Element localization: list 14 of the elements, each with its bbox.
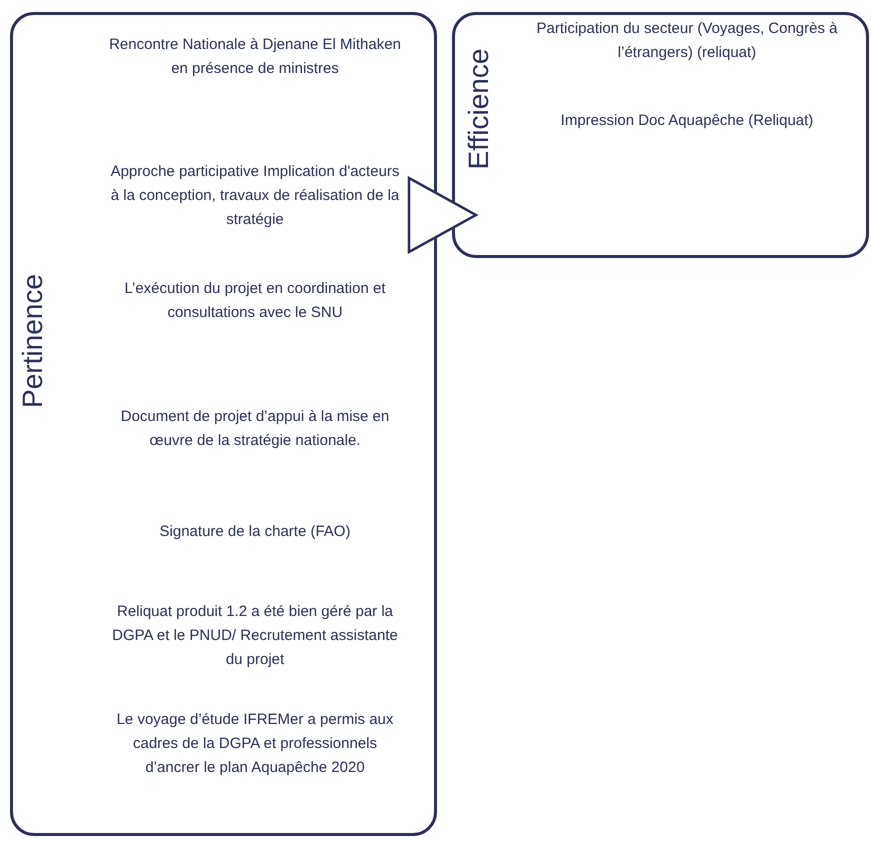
item-text: Approche participative Implication d'acteurs à la conception, travaux de réalisation de la stratégie — [110, 162, 400, 230]
item-text: Impression Doc Aquapêche (Reliquat) — [560, 111, 814, 131]
chevron-arrow — [408, 176, 478, 254]
rotated-heading: Efficience — [465, 48, 493, 170]
item-text: Document de projet d’appui à la mise en œuvre de la stratégie nationale. — [120, 407, 390, 451]
item-text: Participation du secteur (Voyages, Congrès à l’étrangers) (reliquat) — [535, 19, 838, 63]
item-text: Rencontre Nationale à Djenane El Mithaken en présence de ministres — [108, 35, 402, 79]
rounded-box — [452, 12, 869, 258]
item-text: Reliquat produit 1.2 a été bien géré par la DGPA et le PNUD/ Recrutement assistante du projet — [111, 602, 399, 670]
item-text: Le voyage d’étude IFREMer a permis aux cadres de la DGPA et professionnels d’ancrer le plan Aquapêche 2020 — [116, 710, 394, 778]
rotated-heading: Pertinence — [19, 274, 47, 408]
item-text: L’exécution du projet en coordination et consultations avec le SNU — [123, 279, 387, 323]
rounded-box — [10, 12, 437, 836]
item-text: Signature de la charte (FAO) — [158, 522, 352, 542]
